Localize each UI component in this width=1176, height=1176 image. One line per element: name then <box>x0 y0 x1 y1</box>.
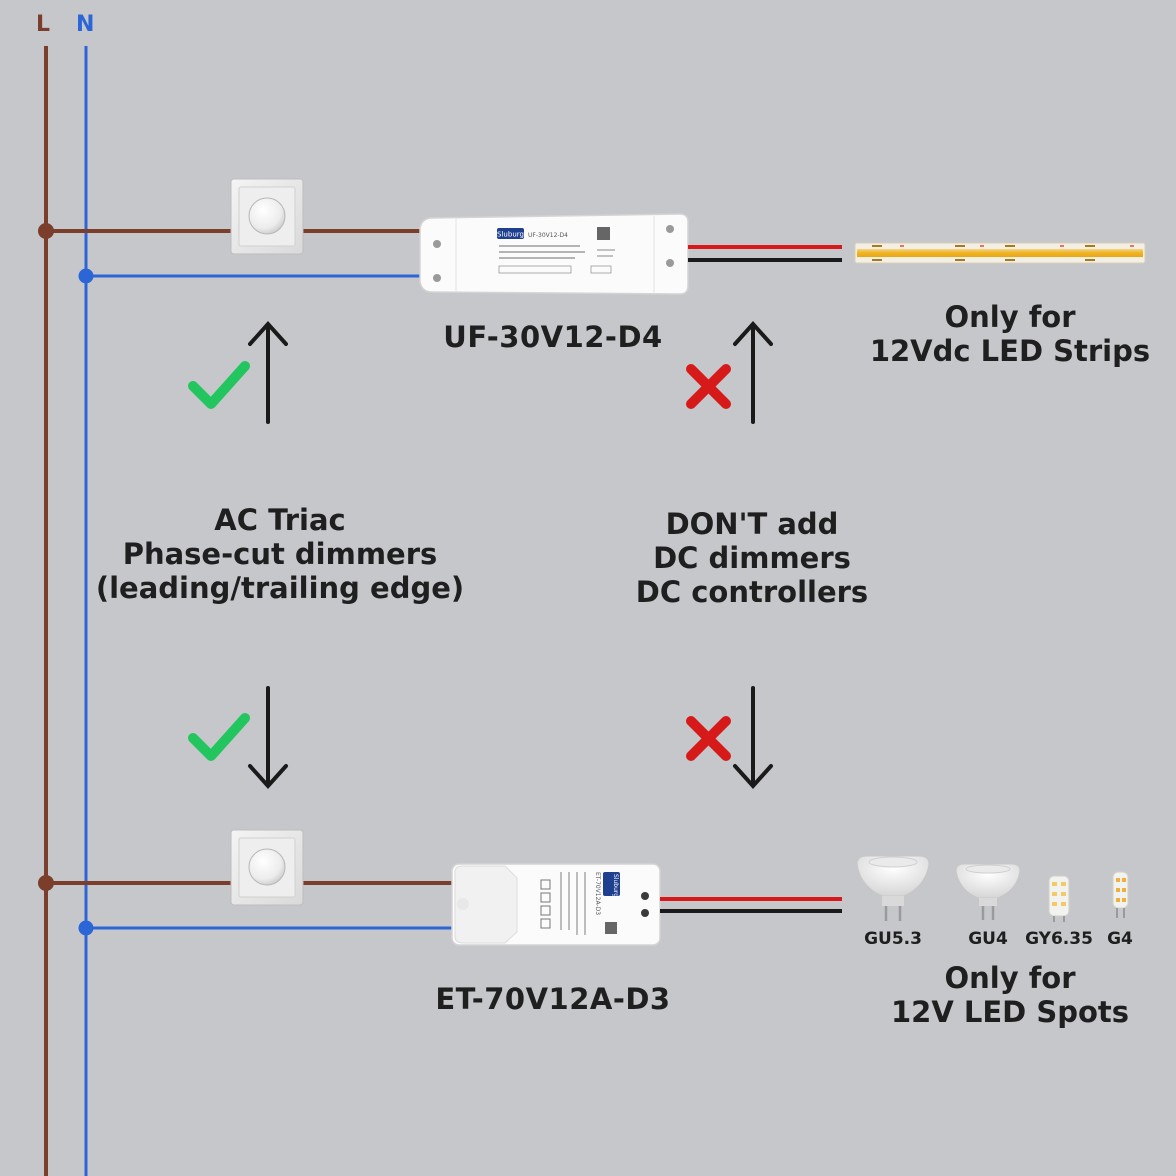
arrow-up-left-icon <box>248 321 288 424</box>
driver-brand-bottom: Sluburg <box>612 874 619 897</box>
live-junction-bottom <box>38 875 54 891</box>
strip-note-line-1: Only for <box>944 300 1076 334</box>
neutral-junction-top <box>78 268 94 284</box>
forbidden-note-line-2: DC dimmers <box>653 541 851 575</box>
dimmer-knob-icon <box>248 197 286 235</box>
bottom-branch-wiring <box>38 875 454 936</box>
neutral-junction-bottom <box>78 920 94 936</box>
driver-model-bottom: ET-70V12A-D3 <box>435 982 671 1016</box>
spots-note-line-2: 12V LED Spots <box>890 995 1130 1029</box>
spots-note: Only for 12V LED Spots <box>860 961 1160 1029</box>
driver-brand-top: Sluburg <box>497 231 524 239</box>
driver-chip-model-bottom: ET-70V12A-D3 <box>594 872 601 915</box>
driver-chip-model-top: UF-30V12-D4 <box>528 232 568 239</box>
neutral-line-label: N <box>76 12 95 37</box>
dc-output-bottom <box>660 897 842 913</box>
arrow-up-right-icon <box>733 321 773 424</box>
driver-model-top: UF-30V12-D4 <box>443 320 663 354</box>
cross-icon <box>686 364 731 409</box>
allowed-note-line-3: (leading/trailing edge) <box>95 571 465 605</box>
dimmer-switch-top <box>230 178 304 255</box>
bulb-label-gu53: GU5.3 <box>864 929 922 949</box>
strip-note-line-2: 12Vdc LED Strips <box>869 334 1151 368</box>
dimmer-knob-icon <box>248 848 286 886</box>
forbidden-note-line-1: DON'T add <box>665 507 839 541</box>
allowed-note-line-1: AC Triac <box>214 503 346 537</box>
arrow-down-right-icon <box>733 686 773 789</box>
allowed-note-line-2: Phase-cut dimmers <box>122 537 438 571</box>
dc-output-top <box>688 245 842 262</box>
live-line-label: L <box>36 12 51 37</box>
bulb-label-g4: G4 <box>1107 929 1133 949</box>
qr-code-icon <box>597 227 610 240</box>
forbidden-note-line-3: DC controllers <box>635 575 869 609</box>
spots-note-line-1: Only for <box>944 961 1076 995</box>
driver-unit-bottom: Sluburg ET-70V12A-D3 <box>451 863 661 946</box>
mains-feed <box>44 46 88 1176</box>
led-strip-icon <box>854 242 1146 264</box>
dimmer-switch-bottom <box>230 829 304 906</box>
allowed-dimmers-note: AC Triac Phase-cut dimmers (leading/trai… <box>80 503 480 605</box>
mr11-spot-icon <box>955 863 1021 920</box>
small-capsule-bulb-icon <box>1112 871 1129 918</box>
bulb-label-gy635: GY6.35 <box>1025 929 1093 949</box>
arrow-down-left-icon <box>248 686 288 789</box>
qr-code-icon <box>605 922 617 934</box>
bulb-label-gu4: GU4 <box>968 929 1008 949</box>
strip-note: Only for 12Vdc LED Strips <box>860 300 1160 368</box>
cross-icon <box>686 716 731 761</box>
forbidden-dimmers-note: DON'T add DC dimmers DC controllers <box>592 507 912 609</box>
top-branch-wiring <box>38 223 428 284</box>
mr16-spot-icon <box>856 855 930 921</box>
check-icon <box>188 361 250 409</box>
live-junction-top <box>38 223 54 239</box>
check-icon <box>188 713 250 761</box>
driver-unit-top: Sluburg UF-30V12-D4 <box>419 213 689 295</box>
capsule-bulb-icon <box>1048 875 1070 922</box>
